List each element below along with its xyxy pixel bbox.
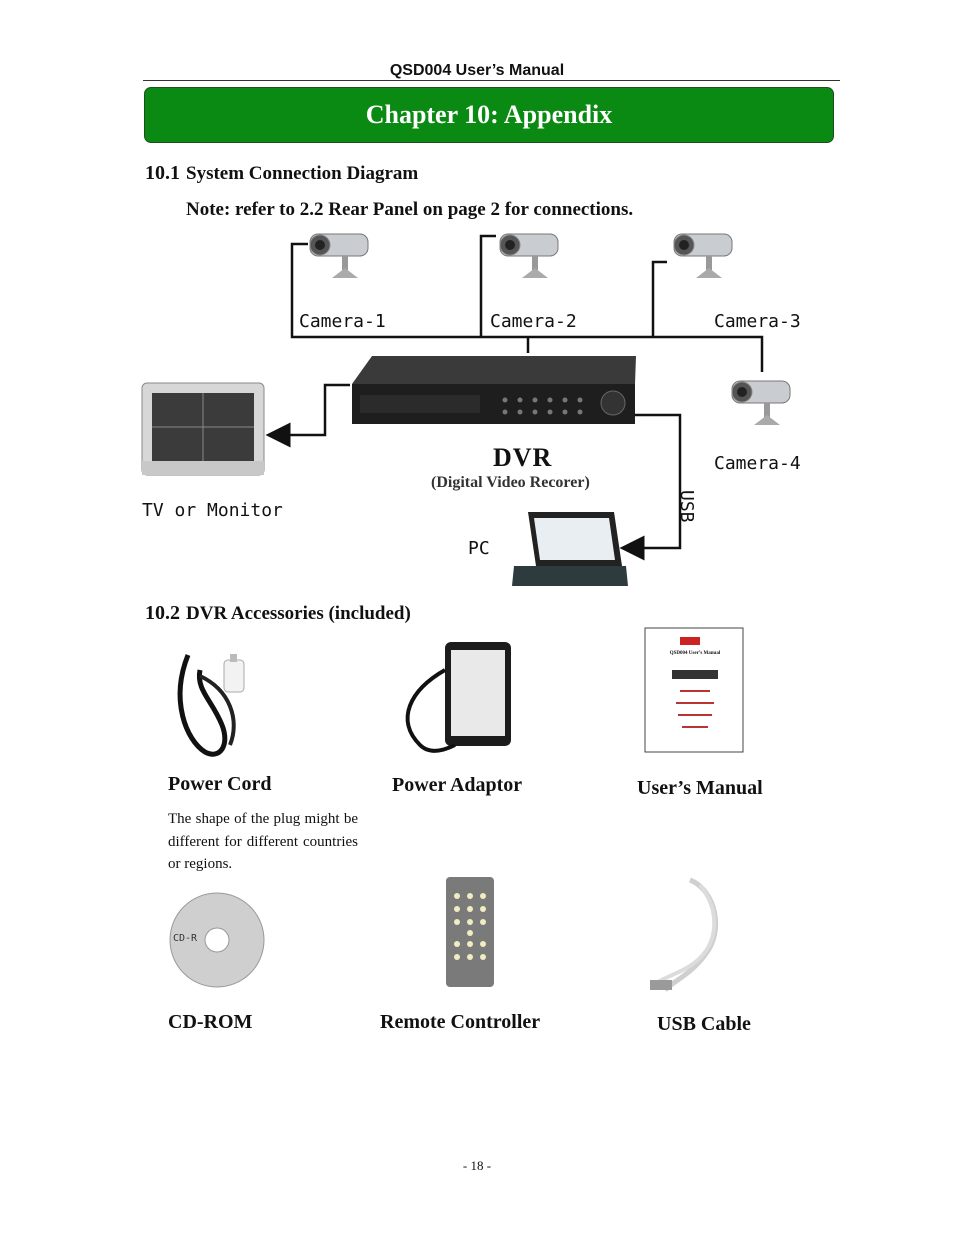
caption-remote-controller: Remote Controller	[380, 1011, 541, 1033]
manual-cover-title: QSD004 User’s Manual	[669, 651, 721, 656]
caption-users-manual: User’s Manual	[637, 777, 763, 799]
pc-label: PC	[468, 538, 490, 559]
dvr-subtitle: (Digital Video Recorer)	[431, 474, 590, 491]
caption-power-cord: Power Cord	[168, 773, 272, 795]
camera-3-label: Camera-3	[714, 311, 801, 332]
chapter-title: Chapter 10: Appendix	[365, 100, 613, 129]
section-number: 10.1	[145, 162, 180, 184]
cd-rom-icon	[169, 892, 265, 988]
chapter-banner: Chapter 10: Appendix	[144, 87, 834, 143]
dvr-title: DVR	[493, 443, 553, 472]
caption-cd-rom: CD-ROM	[168, 1011, 253, 1033]
connection-note: Note: refer to 2.2 Rear Panel on page 2 …	[186, 199, 634, 220]
caption-power-adaptor: Power Adaptor	[392, 774, 523, 796]
camera-2-label: Camera-2	[490, 311, 577, 332]
monitor-label: TV or Monitor	[142, 500, 283, 521]
dvr-unit-icon	[352, 356, 636, 424]
section-title: System Connection Diagram	[186, 163, 419, 184]
page-number: - 18 -	[462, 1158, 492, 1173]
section-title: DVR Accessories (included)	[186, 603, 411, 624]
usb-cable-icon	[650, 877, 719, 992]
header-rule	[143, 80, 840, 81]
section-heading-10-2: 10.2 DVR Accessories (included)	[145, 602, 411, 625]
camera-1-label: Camera-1	[299, 311, 386, 332]
manual-cover-icon	[644, 627, 744, 753]
remote-controller-icon	[446, 877, 494, 987]
power-cord-icon	[177, 654, 245, 757]
section-number: 10.2	[145, 602, 180, 624]
cd-label-text: CD-R	[173, 933, 198, 944]
tv-monitor-icon	[141, 382, 265, 476]
running-header: QSD004 User’s Manual	[389, 62, 565, 79]
laptop-pc-icon	[512, 512, 628, 586]
camera-4-label: Camera-4	[714, 453, 801, 474]
power-cord-note: The shape of the plug might be different…	[168, 811, 358, 872]
section-heading-10-1: 10.1 System Connection Diagram	[145, 162, 418, 185]
power-adaptor-icon	[405, 642, 511, 753]
caption-usb-cable: USB Cable	[657, 1013, 751, 1035]
